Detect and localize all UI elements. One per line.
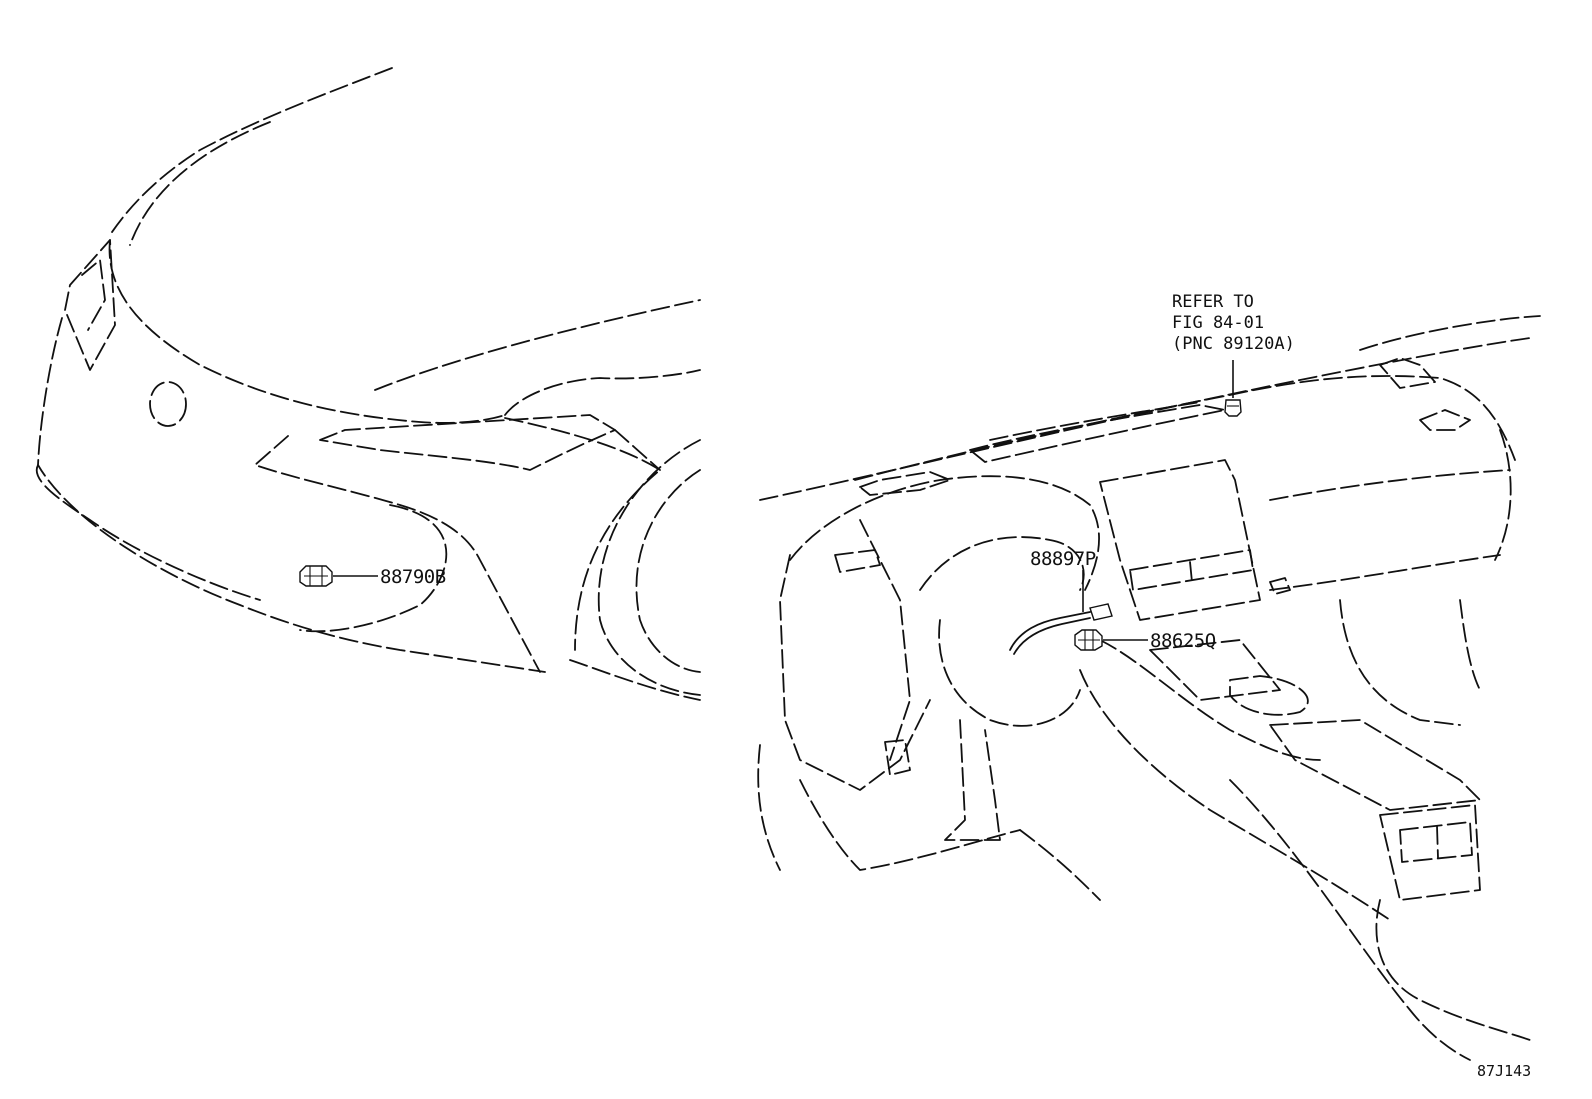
passenger-kick-panel [1459,599,1481,691]
rear-console-face [1379,804,1481,901]
referenced-dash-part [1224,360,1242,417]
headlamp-inner [81,259,106,331]
center-console-body [1079,669,1391,921]
floor-line-left [757,744,781,871]
headlamp-outline [64,239,116,371]
emblem [149,381,187,427]
fender-top-line-2 [504,369,701,416]
callout-88625Q: 88625Q [1150,630,1216,652]
instrument-panel-view: 88897P 88625Q [757,315,1541,1061]
top-vent-right [1379,357,1436,389]
left-dash-panel [779,554,931,791]
center-button-divider [1189,561,1193,583]
bumper-outline [37,317,546,673]
console-cupholder [1229,675,1309,716]
left-vent [834,549,881,573]
bumper-lower [35,464,261,601]
left-panel-face [859,519,911,761]
figure-id: 87J143 [1477,1062,1531,1080]
glovebox-line [1269,469,1511,501]
front-sensor-part [299,565,378,587]
side-vent-right [1419,409,1471,431]
center-display-buttons [1129,549,1254,591]
front-vehicle-view: 88790B [35,67,701,701]
dash-upper-surface [854,375,1516,481]
passenger-lower-panel [1339,599,1461,726]
rear-console-base [1375,899,1531,1041]
defroster-vent [969,404,1226,463]
armrest [1269,719,1481,811]
top-speaker-left [859,471,951,496]
rear-vent [1399,821,1473,863]
tunnel-line [1019,829,1101,901]
meter-hood [789,475,1100,591]
floor-line [799,779,1021,871]
reference-note: REFER TO FIG 84-01 (PNC 89120A) [1172,292,1295,354]
reference-line-2: FIG 84-01 [1172,313,1264,333]
fender-arch-edge [614,429,661,471]
hood-top-edge [109,67,393,236]
callout-88897P: 88897P [1030,548,1096,570]
front-wheel-inner [635,469,701,673]
rear-vent-divider [1436,825,1439,859]
dash-sensor-part [1074,629,1148,651]
center-console-upper [1099,639,1321,761]
reference-line-3: (PNC 89120A) [1172,334,1295,354]
small-tab [1269,577,1291,595]
defroster-vent-inner [989,401,1201,441]
glovebox-lower [1269,554,1501,591]
meter-harness-part [1009,570,1113,655]
grille-side [254,435,541,673]
meter-hood-inner [919,536,1085,591]
passenger-floor [1229,779,1471,1061]
dash-top-line-2 [1359,315,1541,351]
body-lower-line [569,659,701,701]
callout-88790B: 88790B [380,566,446,588]
steering-column-lower [944,719,1001,841]
pedal [884,739,911,776]
console-shift-panel [1149,639,1281,701]
reference-line-1: REFER TO [1172,292,1254,312]
lower-intake [299,504,448,633]
air-intake [319,414,616,471]
front-wheel-outer [597,439,701,696]
steering-column-cover [938,619,1081,727]
dash-right-edge [1494,429,1512,561]
fender-top-line [374,299,701,391]
hood-inner-edge [129,121,271,246]
hood-front-curve [108,239,506,424]
center-display [1099,459,1261,621]
fender-arch [504,417,661,651]
